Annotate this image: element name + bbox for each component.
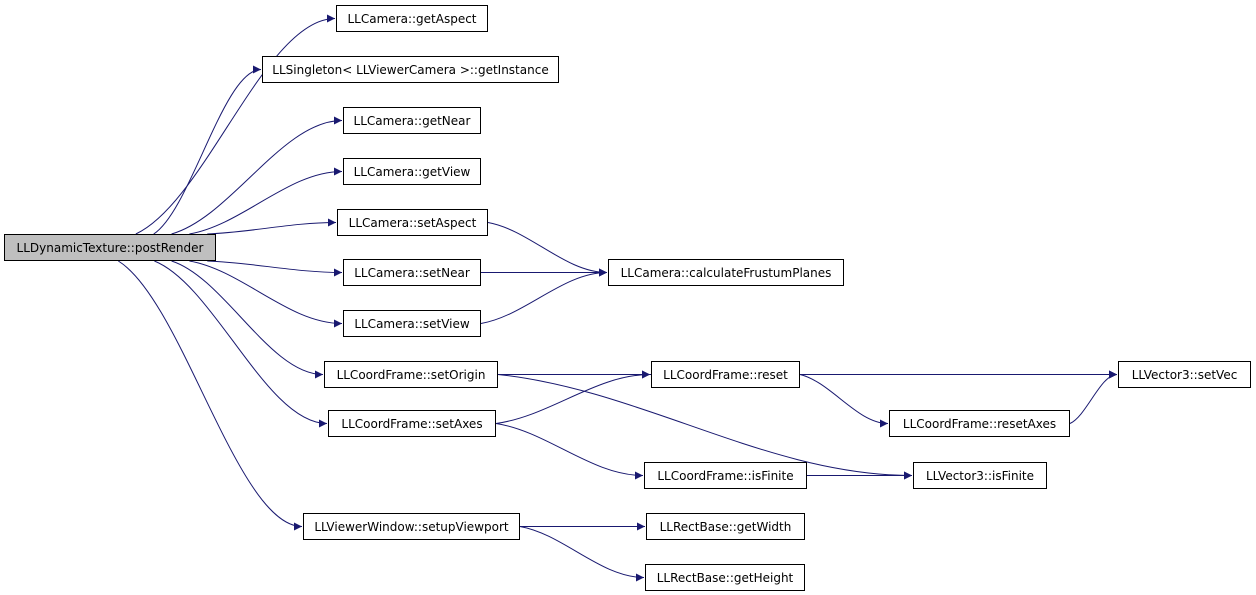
edge-post-render-to-set-near <box>207 260 343 277</box>
node-calculate-frustum-planes[interactable]: LLCamera::calculateFrustumPlanes <box>608 259 844 286</box>
edge-post-render-to-get-view <box>189 167 343 235</box>
edge-cf-reset-to-cf-reset-axes <box>799 374 889 428</box>
node-setup-viewport[interactable]: LLViewerWindow::setupViewport <box>303 513 520 540</box>
node-get-aspect[interactable]: LLCamera::getAspect <box>336 5 488 32</box>
node-postrender[interactable]: LLDynamicTexture::postRender <box>4 234 216 261</box>
node-get-view[interactable]: LLCamera::getView <box>343 158 481 185</box>
node-coordframe-reset[interactable]: LLCoordFrame::reset <box>651 361 800 388</box>
node-set-axes[interactable]: LLCoordFrame::setAxes <box>328 410 496 437</box>
edge-post-render-to-setup-viewport <box>118 260 303 531</box>
edge-post-render-to-set-view <box>189 260 343 328</box>
node-get-near[interactable]: LLCamera::getNear <box>343 107 481 134</box>
node-coordframe-reset-axes[interactable]: LLCoordFrame::resetAxes <box>889 410 1070 437</box>
node-vector3-is-finite[interactable]: LLVector3::isFinite <box>913 462 1047 489</box>
node-set-near[interactable]: LLCamera::setNear <box>343 259 481 286</box>
edge-set-origin-to-v3-is-finite <box>497 374 913 480</box>
edge-set-axes-to-cf-is-finite <box>495 423 644 480</box>
node-get-instance[interactable]: LLSingleton< LLViewerCamera >::getInstan… <box>262 56 559 83</box>
edge-post-render-to-set-axes <box>154 260 328 428</box>
edge-set-aspect-to-calc-frustum <box>487 222 608 277</box>
edge-post-render-to-get-near <box>171 116 343 235</box>
node-set-origin[interactable]: LLCoordFrame::setOrigin <box>324 361 498 388</box>
node-coordframe-is-finite[interactable]: LLCoordFrame::isFinite <box>644 462 807 489</box>
node-get-width[interactable]: LLRectBase::getWidth <box>646 513 805 540</box>
node-set-view[interactable]: LLCamera::setView <box>343 310 481 337</box>
edge-post-render-to-set-aspect <box>207 218 337 235</box>
node-vector3-set-vec[interactable]: LLVector3::setVec <box>1118 361 1251 388</box>
edge-set-axes-to-cf-reset <box>495 370 651 424</box>
edge-setup-viewport-to-get-height <box>519 526 645 582</box>
node-set-aspect[interactable]: LLCamera::setAspect <box>337 209 488 236</box>
edge-post-render-to-get-aspect <box>135 14 336 235</box>
edge-post-render-to-get-instance <box>153 65 262 235</box>
edge-set-view-to-calc-frustum <box>480 268 608 324</box>
edge-cf-reset-axes-to-set-vec <box>1069 370 1118 424</box>
node-get-height[interactable]: LLRectBase::getHeight <box>645 564 805 591</box>
edge-post-render-to-set-origin <box>171 260 324 379</box>
